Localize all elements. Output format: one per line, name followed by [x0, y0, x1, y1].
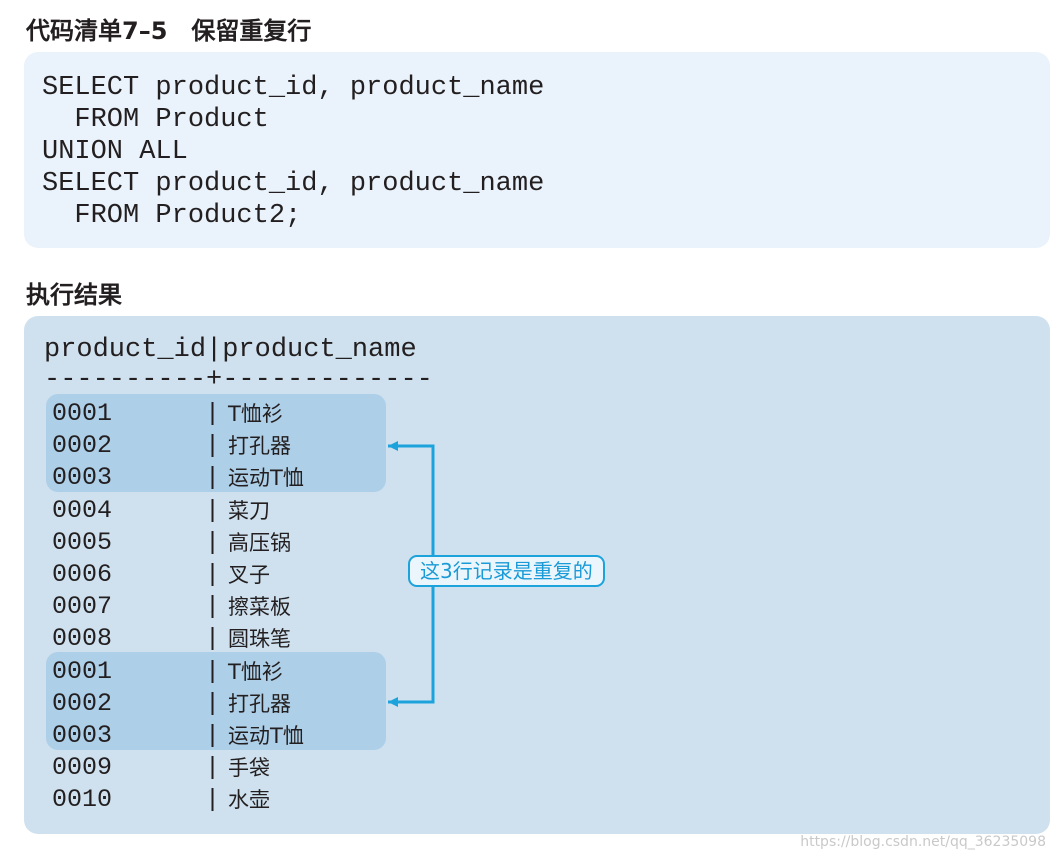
row-separator: |	[205, 560, 221, 589]
row-separator: |	[205, 753, 221, 782]
result-title: 执行结果	[26, 281, 122, 309]
row-name: 高压锅	[228, 531, 291, 555]
arrow-head-bottom-icon	[388, 697, 398, 707]
row-id: 0007	[52, 592, 113, 621]
code-line: FROM Product2;	[42, 201, 302, 231]
table-row: 0003 | 运动T恤	[24, 720, 424, 752]
row-separator: |	[205, 399, 221, 428]
code-listing-box: SELECT product_id, product_name FROM Pro…	[24, 52, 1050, 248]
row-name: 手袋	[228, 756, 270, 780]
row-separator: |	[205, 592, 221, 621]
row-separator: |	[205, 721, 221, 750]
row-name: 圆珠笔	[228, 627, 291, 651]
table-row: 0008 | 圆珠笔	[24, 623, 424, 655]
code-line: SELECT product_id, product_name	[42, 73, 545, 103]
table-row: 0001 | T恤衫	[24, 656, 424, 688]
table-row: 0005 | 高压锅	[24, 527, 424, 559]
row-id: 0009	[52, 753, 113, 782]
table-row: 0009 | 手袋	[24, 752, 424, 784]
row-name: 擦菜板	[228, 595, 291, 619]
table-row: 0002 | 打孔器	[24, 688, 424, 720]
row-id: 0004	[52, 496, 113, 525]
row-separator: |	[205, 657, 221, 686]
arrow-head-top-icon	[388, 441, 398, 451]
table-row: 0001 | T恤衫	[24, 398, 424, 430]
row-separator: |	[205, 689, 221, 718]
row-id: 0001	[52, 399, 113, 428]
row-id: 0002	[52, 431, 113, 460]
table-row: 0004 | 菜刀	[24, 495, 424, 527]
table-row: 0010 | 水壶	[24, 784, 424, 816]
row-separator: |	[205, 785, 221, 814]
table-row: 0003 | 运动T恤	[24, 462, 424, 494]
row-id: 0008	[52, 624, 113, 653]
result-separator: ----------+-------------	[44, 365, 433, 395]
result-header: product_id|product_name	[44, 335, 417, 365]
row-id: 0003	[52, 463, 113, 492]
row-name: 水壶	[228, 788, 270, 812]
row-name: 打孔器	[228, 692, 291, 716]
code-line: FROM Product	[42, 105, 269, 135]
row-separator: |	[205, 624, 221, 653]
row-id: 0001	[52, 657, 113, 686]
row-name: 叉子	[228, 563, 270, 587]
code-line: SELECT product_id, product_name	[42, 169, 545, 199]
duplicate-highlight-top	[46, 394, 386, 492]
code-line: UNION ALL	[42, 137, 188, 167]
table-row: 0002 | 打孔器	[24, 430, 424, 462]
row-name: 运动T恤	[228, 466, 304, 490]
row-separator: |	[205, 496, 221, 525]
row-name: T恤衫	[228, 402, 283, 426]
row-id: 0002	[52, 689, 113, 718]
row-id: 0006	[52, 560, 113, 589]
row-id: 0010	[52, 785, 113, 814]
row-separator: |	[205, 528, 221, 557]
row-separator: |	[205, 463, 221, 492]
listing-title: 代码清单7–5 保留重复行	[26, 17, 312, 45]
duplicate-note: 这3行记录是重复的	[408, 555, 605, 587]
table-row: 0007 | 擦菜板	[24, 591, 424, 623]
row-name: 运动T恤	[228, 724, 304, 748]
row-name: 菜刀	[228, 499, 270, 523]
row-id: 0005	[52, 528, 113, 557]
result-box: product_id|product_name ----------+-----…	[24, 316, 1050, 834]
table-row: 0006 | 叉子	[24, 559, 424, 591]
row-id: 0003	[52, 721, 113, 750]
duplicate-highlight-bottom	[46, 652, 386, 750]
watermark: https://blog.csdn.net/qq_36235098	[800, 834, 1046, 850]
row-name: T恤衫	[228, 660, 283, 684]
row-separator: |	[205, 431, 221, 460]
row-name: 打孔器	[228, 434, 291, 458]
